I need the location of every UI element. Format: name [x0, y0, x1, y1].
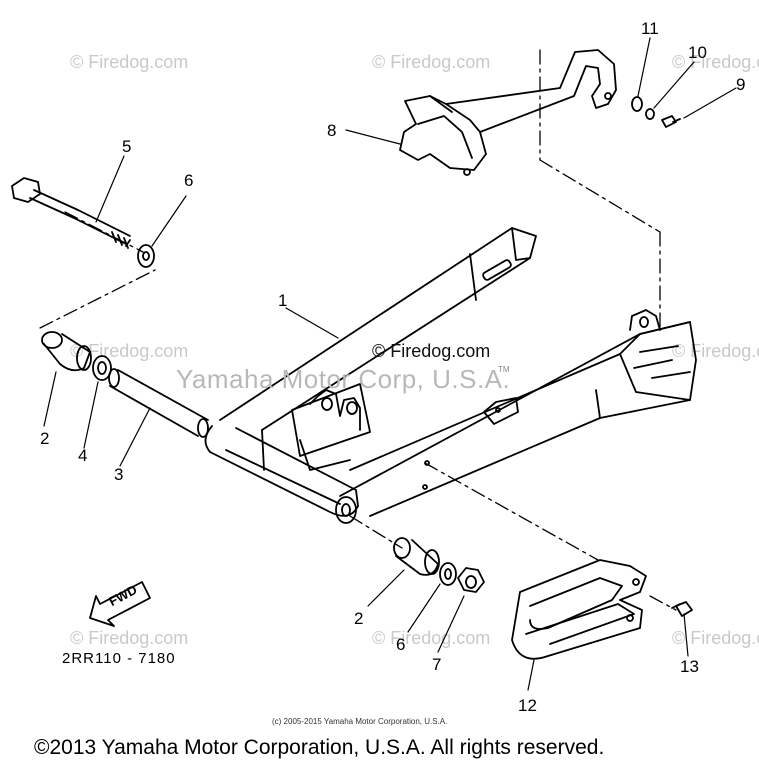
parts-9-10-11-hardware [631, 96, 681, 128]
watermark-bottom-mid: © Firedog.com [372, 628, 491, 648]
part-12-chain-slider [511, 559, 647, 660]
callout-1: 1 [278, 291, 288, 310]
part-4-washer [92, 355, 112, 381]
alignment-lines [39, 49, 677, 611]
callout-2-left: 2 [40, 429, 50, 448]
part-8-chain-guard [399, 49, 617, 176]
watermark-bottom-left: © Firedog.com [70, 628, 189, 648]
callout-2-bottom: 2 [354, 609, 364, 628]
watermark-top-left: © Firedog.com [70, 52, 189, 72]
callout-4: 4 [78, 446, 88, 465]
watermark-tm: TM [498, 365, 510, 374]
callout-6-bottom: 6 [396, 635, 406, 654]
part-7-nut [457, 567, 485, 593]
part-2-bushing-left [41, 331, 92, 372]
callout-5: 5 [122, 137, 132, 156]
drawing-code: 2RR110 - 7180 [62, 650, 176, 667]
watermark-yamaha: Yamaha Motor Corp, U.S.A. [176, 364, 511, 394]
callout-3: 3 [114, 465, 124, 484]
part-6-washer-bottom [439, 562, 457, 586]
fwd-arrow [89, 581, 151, 627]
callout-8: 8 [327, 121, 337, 140]
callout-12: 12 [518, 696, 537, 715]
callout-11: 11 [641, 19, 659, 38]
part-6-washer-top [137, 244, 155, 268]
callout-13: 13 [680, 657, 699, 676]
watermark-top-right: © Firedog.com [672, 52, 759, 72]
callout-6-top: 6 [184, 171, 194, 190]
callout-9: 9 [736, 75, 746, 94]
watermark-top-mid: © Firedog.com [372, 52, 491, 72]
callout-10: 10 [688, 43, 707, 62]
part-5-pivot-bolt [11, 177, 131, 249]
footer-copyright: ©2013 Yamaha Motor Corporation, U.S.A. A… [34, 736, 605, 759]
watermark-center: © Firedog.com [372, 341, 491, 361]
watermark-bottom-right: © Firedog.com [672, 628, 759, 648]
callout-7: 7 [432, 655, 442, 674]
leader-lines [43, 37, 737, 691]
small-copyright: (c) 2005-2015 Yamaha Motor Corporation, … [272, 717, 448, 726]
part-13-screw [671, 601, 693, 617]
part-3-pivot-shaft [108, 368, 209, 438]
part-2-bushing-bottom [393, 537, 440, 576]
part-1-swingarm [204, 227, 697, 524]
